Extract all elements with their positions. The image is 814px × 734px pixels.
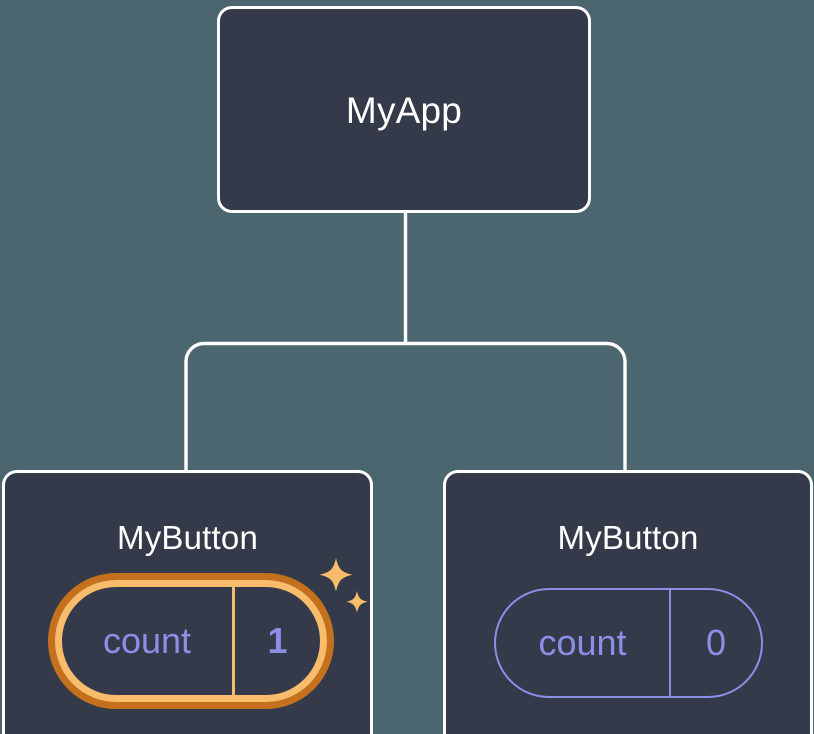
state-pill-count-plain[interactable]: count 0: [494, 588, 763, 698]
node-mybutton-left-label: MyButton: [117, 519, 258, 556]
connector-bus-right: [405, 341, 627, 476]
state-pill-key: count: [496, 590, 671, 696]
state-pill-inner-ring: count 1: [55, 580, 327, 702]
state-pill-value: 0: [705, 622, 727, 663]
node-myapp-label: MyApp: [345, 90, 463, 131]
state-pill-value: 1: [267, 620, 288, 661]
node-mybutton-right[interactable]: MyButton count 0: [443, 470, 813, 734]
state-pill-count-highlighted[interactable]: count 1: [48, 573, 334, 709]
state-pill-key: count: [62, 587, 235, 695]
connector-bus-left: [184, 341, 406, 476]
node-myapp[interactable]: MyApp: [217, 6, 591, 213]
node-mybutton-left[interactable]: MyButton count 1: [2, 470, 373, 734]
node-mybutton-right-label: MyButton: [557, 519, 699, 556]
